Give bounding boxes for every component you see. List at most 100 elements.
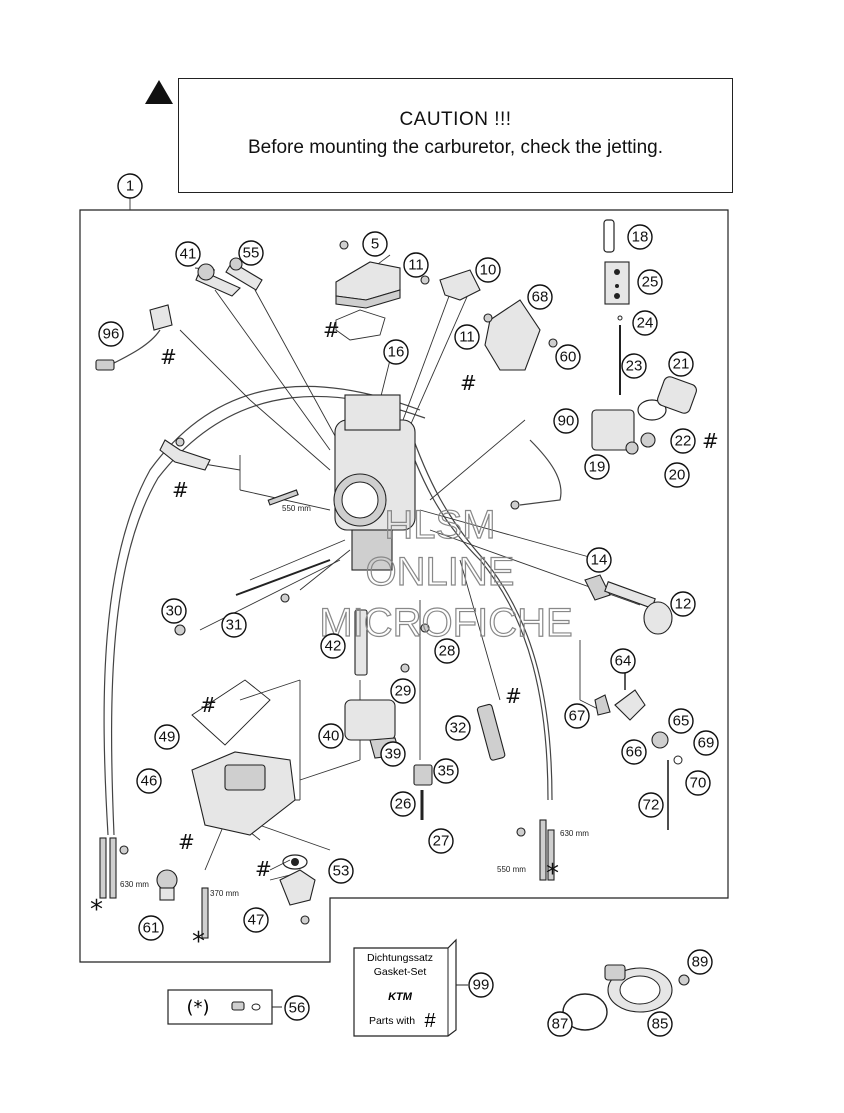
callout-87: 87 <box>547 1011 573 1037</box>
parts-with-symbol: # <box>424 1010 436 1032</box>
watermark-line-1: HLSM <box>384 503 495 547</box>
callout-85: 85 <box>647 1011 673 1037</box>
callout-12: 12 <box>670 591 696 617</box>
svg-text:64: 64 <box>615 653 632 670</box>
svg-text:#: # <box>200 693 217 717</box>
svg-text:#: # <box>460 371 477 395</box>
svg-text:90: 90 <box>558 413 575 430</box>
intake-components <box>95 257 263 471</box>
callout-72: 72 <box>638 792 664 818</box>
svg-text:19: 19 <box>589 459 606 476</box>
callout-30: 30 <box>161 598 187 624</box>
warning-triangle-icon <box>145 80 173 104</box>
callout-96: 96 <box>98 321 124 347</box>
svg-text:67: 67 <box>569 708 586 725</box>
callout-19: 19 <box>584 454 610 480</box>
svg-text:65: 65 <box>673 713 690 730</box>
callout-11a: 11 <box>403 252 429 278</box>
svg-text:12: 12 <box>675 596 692 613</box>
callout-32: 32 <box>445 715 471 741</box>
svg-text:46: 46 <box>141 773 158 790</box>
callout-55: 55 <box>238 240 264 266</box>
throttle-shaft <box>584 574 673 635</box>
ktm-logo: KTM <box>388 991 413 1003</box>
star-group-legend: (*) <box>167 989 282 1025</box>
watermark-line-2: ONLINE <box>366 550 515 594</box>
carburetor-body <box>333 394 416 571</box>
svg-text:#: # <box>323 318 340 342</box>
svg-text:18: 18 <box>632 229 649 246</box>
dim-550-top: 550 mm <box>282 504 311 513</box>
cable-ends <box>99 489 555 939</box>
watermark: HLSM ONLINE MICROFICHE <box>319 502 574 645</box>
callout-20: 20 <box>664 462 690 488</box>
svg-text:60: 60 <box>560 349 577 366</box>
callouts: 1 5 10 11 11 12 14 16 18 19 20 21 22 23 … <box>98 173 719 1037</box>
top-cover <box>335 261 401 341</box>
hot-start-cable <box>519 439 562 506</box>
dim-630-right: 630 mm <box>560 829 589 838</box>
svg-text:24: 24 <box>637 315 654 332</box>
callout-28: 28 <box>434 638 460 664</box>
svg-text:31: 31 <box>226 617 243 634</box>
callout-60: 60 <box>555 344 581 370</box>
caution-title: CAUTION !!! <box>399 109 512 130</box>
svg-text:39: 39 <box>385 746 402 763</box>
callout-41: 41 <box>175 241 201 267</box>
svg-text:*: * <box>192 927 205 957</box>
callout-14: 14 <box>586 547 612 573</box>
callout-47: 47 <box>243 907 269 933</box>
watermark-line-3: MICROFICHE <box>319 601 572 645</box>
dim-630-left: 630 mm <box>120 880 149 889</box>
svg-text:87: 87 <box>552 1016 569 1033</box>
callout-90: 90 <box>553 408 579 434</box>
parts-with-text: Parts with <box>369 1015 415 1027</box>
dim-550-right: 550 mm <box>497 865 526 874</box>
callout-25: 25 <box>637 269 663 295</box>
svg-text:53: 53 <box>333 863 350 880</box>
svg-text:61: 61 <box>143 920 160 937</box>
screws <box>119 240 558 925</box>
float-bowl <box>191 679 296 836</box>
callout-64: 64 <box>610 648 636 674</box>
callout-22: 22 <box>670 428 696 454</box>
svg-text:66: 66 <box>626 744 643 761</box>
svg-text:47: 47 <box>248 912 265 929</box>
callout-66: 66 <box>621 739 647 765</box>
accelerator-pump <box>591 376 697 455</box>
svg-text:42: 42 <box>325 638 342 655</box>
svg-text:#: # <box>178 830 195 854</box>
svg-text:#: # <box>702 429 719 453</box>
callout-65: 65 <box>668 708 694 734</box>
svg-text:69: 69 <box>698 735 715 752</box>
svg-text:96: 96 <box>103 326 120 343</box>
svg-text:*: * <box>546 859 559 889</box>
svg-text:10: 10 <box>480 262 497 279</box>
throttle-cable-right-2 <box>407 423 553 801</box>
svg-text:#: # <box>172 478 189 502</box>
gasket-set-line2: Gasket-Set <box>374 966 427 978</box>
svg-text:35: 35 <box>438 763 455 780</box>
svg-text:25: 25 <box>642 274 659 291</box>
callout-49: 49 <box>154 724 180 750</box>
callout-53: 53 <box>328 858 354 884</box>
svg-text:41: 41 <box>180 246 197 263</box>
svg-text:27: 27 <box>433 833 450 850</box>
gasket-set-box: Dichtungssatz Gasket-Set KTM Parts with … <box>353 938 468 1037</box>
caution-text: Before mounting the carburetor, check th… <box>247 137 664 158</box>
svg-text:72: 72 <box>643 797 660 814</box>
intake-flange <box>562 964 690 1031</box>
svg-text:#: # <box>160 345 177 369</box>
throttle-cable-left-2 <box>110 395 426 836</box>
svg-text:11: 11 <box>459 329 475 346</box>
callout-40: 40 <box>318 723 344 749</box>
callout-99: 99 <box>468 972 494 998</box>
svg-text:29: 29 <box>395 683 412 700</box>
callout-89: 89 <box>687 949 713 975</box>
callout-39: 39 <box>380 741 406 767</box>
callout-70: 70 <box>685 770 711 796</box>
svg-text:99: 99 <box>473 977 490 994</box>
throttle-cover <box>484 299 541 371</box>
callout-27: 27 <box>428 828 454 854</box>
